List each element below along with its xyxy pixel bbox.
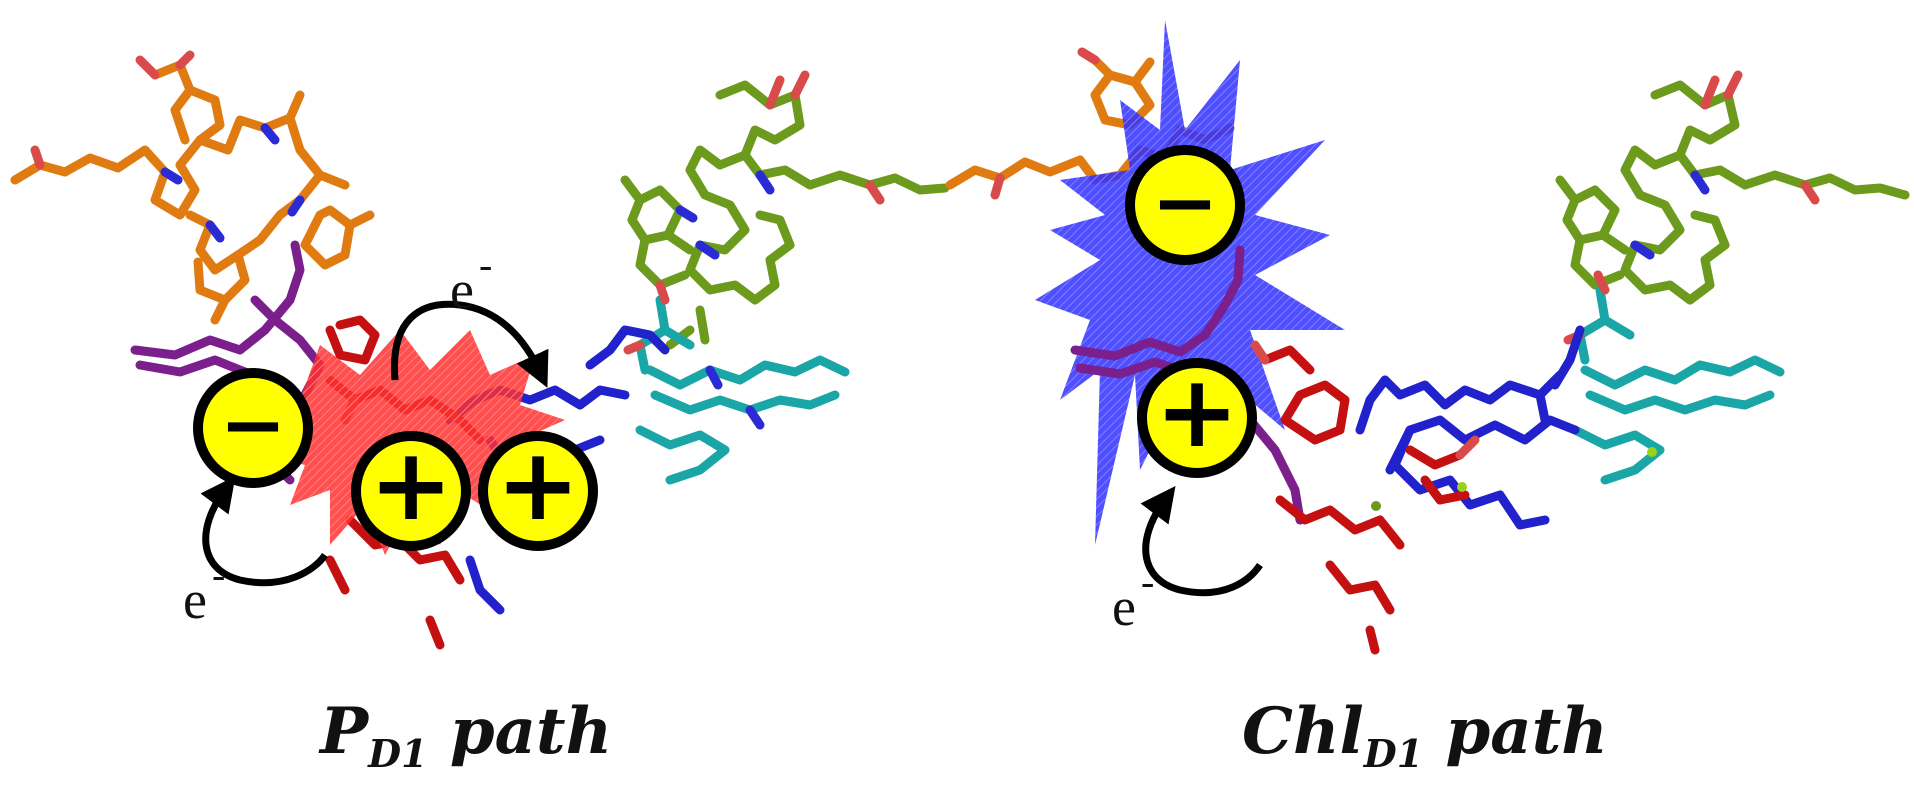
right-panel: − + e - [945, 20, 1910, 655]
curved-arrow-icon [390, 300, 549, 388]
blue-charge-burst [1035, 20, 1345, 545]
svg-text:+: + [496, 426, 580, 543]
minus-circle-icon: − [1125, 145, 1245, 265]
caption-main: Chl [1242, 694, 1364, 769]
caption-tail: path [427, 694, 613, 769]
electron-label-bottom: e - [1112, 559, 1154, 637]
svg-text:+: + [1155, 353, 1239, 470]
curved-arrow-icon [200, 475, 328, 587]
magnesium-atom [1457, 482, 1467, 492]
orange-pigment-molecule [10, 50, 375, 325]
magnesium-atom [1371, 501, 1381, 511]
red-pigment-molecule [1250, 340, 1480, 655]
svg-text:e: e [183, 570, 207, 630]
plus-circle-icon: + [1137, 353, 1257, 478]
magnesium-atom [1647, 447, 1657, 457]
plus-circle-icon: + [478, 426, 598, 551]
plus-circle-icon: + [351, 426, 471, 551]
svg-text:e: e [450, 260, 474, 320]
svg-text:-: - [479, 242, 492, 287]
caption-subscript: D1 [1363, 731, 1424, 776]
caption-main: P [320, 694, 369, 769]
curved-arrow-icon [1140, 485, 1263, 597]
olive-pigment-molecule [1555, 70, 1910, 305]
caption-chld1-path: ChlD1 path [1242, 700, 1608, 773]
svg-text:−: − [219, 378, 286, 471]
svg-text:+: + [369, 426, 453, 543]
svg-text:-: - [212, 552, 225, 597]
cyan-pigment-molecule [1563, 270, 1785, 485]
svg-text:−: − [1151, 156, 1218, 249]
caption-subscript: D1 [368, 731, 428, 776]
minus-circle-icon: − [193, 368, 313, 488]
blue-pigment-molecule [1355, 325, 1585, 530]
caption-tail: path [1423, 694, 1608, 769]
electron-label-top: e - [450, 242, 492, 320]
olive-pigment-molecule [620, 70, 950, 350]
caption-pd1-path: PD1 path [320, 700, 612, 773]
left-panel: − + + e - e - [10, 50, 950, 650]
cyan-pigment-molecule [623, 280, 850, 485]
svg-text:e: e [1112, 577, 1136, 637]
electron-label-bottom: e - [183, 552, 225, 630]
svg-text:-: - [1141, 559, 1154, 604]
